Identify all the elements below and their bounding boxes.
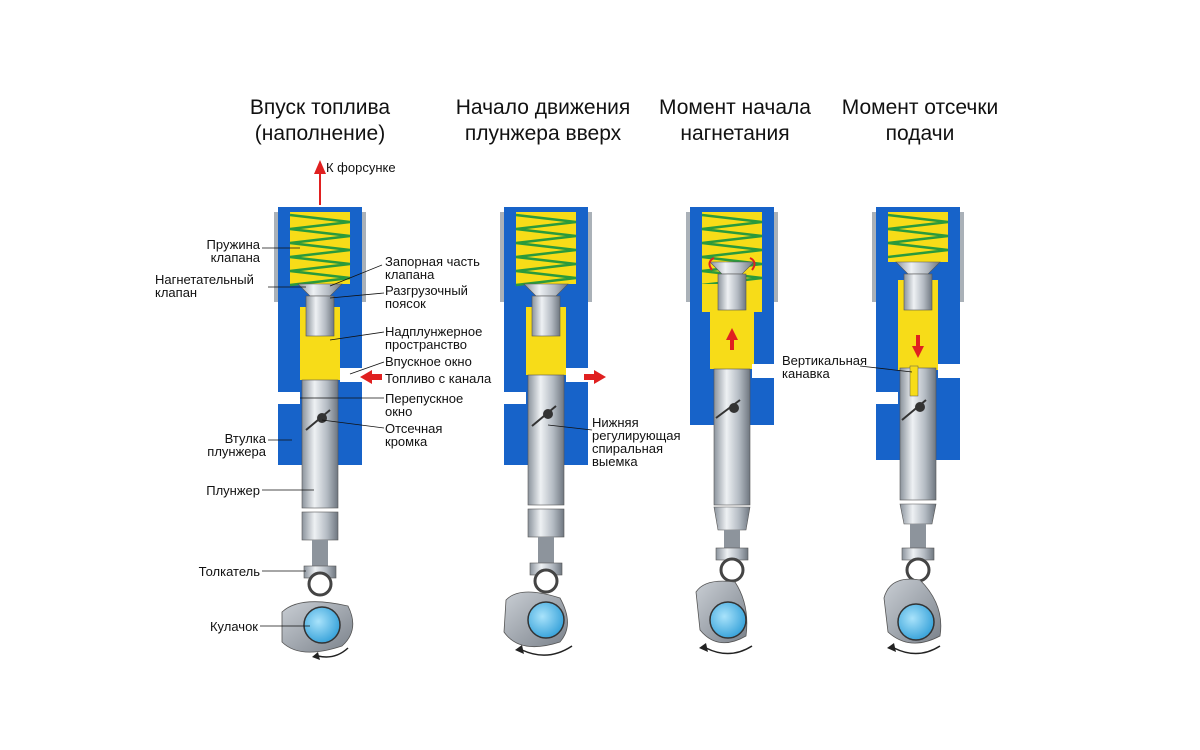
rotation-arrow-icon xyxy=(893,645,941,655)
helix-groove-label: Нижняя регулирующая спиральная выемка xyxy=(592,415,681,469)
cam-label: Кулачок xyxy=(209,619,258,634)
delivery-valve-label: Нагнетательный клапан xyxy=(155,272,254,300)
stage1-pump xyxy=(274,160,382,660)
arrow-down-icon xyxy=(912,346,924,358)
to-injector-label: К форсунке xyxy=(326,160,396,175)
arrow-up-icon xyxy=(314,160,326,174)
bypass-port-label: Перепускное окно xyxy=(385,391,464,419)
vertical-groove-label: Вертикальная канавка xyxy=(782,353,868,381)
arrow-up-icon xyxy=(726,328,738,340)
rotation-arrow-icon xyxy=(705,645,753,655)
plunger-sleeve-label: Втулка плунжера xyxy=(207,431,266,459)
above-plunger-space-label: Надплунжерное пространство xyxy=(385,324,483,352)
rotation-arrow-icon xyxy=(521,645,573,656)
fuel-from-channel-label: Топливо с канала xyxy=(385,371,492,386)
leader-lines xyxy=(260,247,913,627)
arrow-right-icon xyxy=(584,370,606,384)
cutoff-edge-label: Отсечная кромка xyxy=(385,421,443,449)
stage4-title: Момент отсечки подачи xyxy=(841,96,999,145)
rotation-arrow-icon xyxy=(317,647,349,658)
stage4-pump xyxy=(872,207,964,655)
stage3-pump xyxy=(686,207,778,655)
tappet-label: Толкатель xyxy=(198,564,260,579)
arrow-left-icon xyxy=(360,370,382,384)
valve-spring-label: Пружина клапана xyxy=(206,237,260,265)
valve-seat-label: Запорная часть клапана xyxy=(385,254,480,282)
stage1-title: Впуск топлива (наполнение) xyxy=(249,96,391,145)
plunger-label: Плунжер xyxy=(206,483,260,498)
stage2-pump xyxy=(500,207,606,656)
relief-collar-label: Разгрузочный поясок xyxy=(385,283,468,311)
inlet-port-label: Впускное окно xyxy=(385,354,472,369)
stage3-title: Момент начала нагнетания xyxy=(659,96,811,145)
stage2-title: Начало движения плунжера вверх xyxy=(455,96,631,145)
